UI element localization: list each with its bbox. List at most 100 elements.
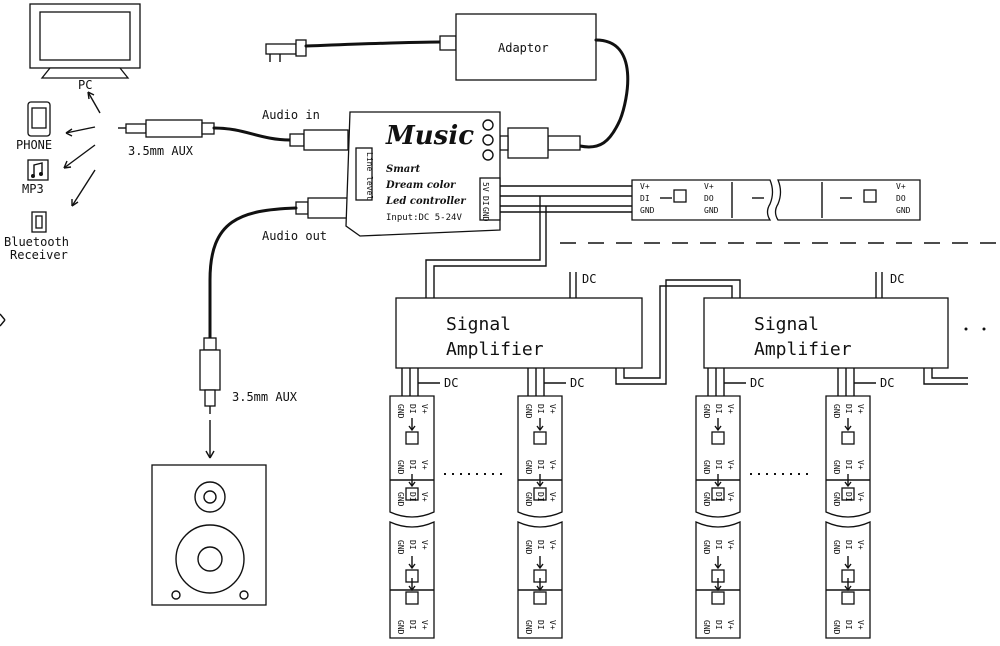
vertical-strip-pin-label: V+	[856, 540, 865, 550]
vertical-strip-pin-label: V+	[726, 404, 735, 414]
vertical-strip-pin-label: DI	[408, 492, 417, 502]
vertical-strip-pin-label: GND	[832, 404, 841, 419]
vertical-strip-pin-label: DI	[714, 540, 723, 550]
vertical-strip-pin-label: GND	[396, 404, 405, 419]
vertical-strip-pin-label: DI	[844, 620, 853, 630]
vertical-strip-pin-label: GND	[396, 620, 405, 635]
vertical-strip-pin-label: V+	[548, 492, 557, 502]
strip-pin-vplus-out: V+	[704, 182, 714, 191]
phone-label: PHONE	[16, 138, 52, 152]
vertical-strip-pin-label: DI	[536, 620, 545, 630]
vertical-strip-pin-label: GND	[524, 492, 533, 507]
vertical-strip-pin-label: DI	[844, 540, 853, 550]
bluetooth-label-1: Bluetooth	[4, 235, 69, 249]
branch-dc-2: DC	[570, 376, 584, 390]
vertical-strip-pin-label: DI	[714, 404, 723, 414]
dc-jack	[499, 127, 581, 159]
vertical-strip-pin-label: GND	[702, 460, 711, 475]
aux-out-label: 3.5mm AUX	[232, 390, 298, 404]
controller-pin-1: 5V	[481, 182, 490, 192]
vertical-strip-pin-label: V+	[548, 404, 557, 414]
edge-mark	[0, 313, 6, 327]
strip-pin-vplus-end: V+	[896, 182, 906, 191]
vertical-strip-pin-label: V+	[420, 404, 429, 414]
aux-out-plug-icon	[199, 337, 221, 414]
vertical-strip-pin-label: V+	[420, 620, 429, 630]
vertical-strip-pin-label: DI	[536, 460, 545, 470]
led-chip-icon	[841, 487, 855, 501]
branch-dc-3: DC	[750, 376, 764, 390]
vertical-strip-pin-label: V+	[856, 460, 865, 470]
vertical-strip-pin-label: DI	[536, 492, 545, 502]
vertical-strip-pin-label: GND	[524, 620, 533, 635]
controller-pin-3: GND	[481, 207, 490, 222]
vertical-strip-pin-label: GND	[832, 492, 841, 507]
controller-line-1: Smart	[386, 164, 421, 175]
adaptor-box	[455, 13, 597, 81]
strip-pin-gnd-out: GND	[704, 206, 719, 215]
vertical-strip-pin-label: V+	[420, 460, 429, 470]
led-chip-icon	[405, 487, 419, 501]
amp2-dc-label: DC	[890, 272, 904, 286]
controller-pin-2: DI	[481, 196, 490, 206]
vertical-strip-pin-label: V+	[726, 540, 735, 550]
aux-in-label: 3.5mm AUX	[128, 144, 194, 158]
controller-line-3: Led controller	[385, 196, 466, 207]
bluetooth-icon	[31, 211, 47, 233]
vertical-strip-pin-label: GND	[702, 540, 711, 555]
vertical-strip-pin-label: V+	[420, 492, 429, 502]
controller-line-2: Dream color	[385, 180, 456, 191]
controller-input: Input:DC 5-24V	[386, 213, 462, 223]
vertical-strip-pin-label: GND	[524, 460, 533, 475]
branch-dc-1: DC	[444, 376, 458, 390]
horizontal-led-strip	[631, 179, 921, 221]
vertical-strip-pin-label: V+	[856, 620, 865, 630]
audio-out-jack	[295, 197, 349, 219]
adaptor-output-cable	[578, 38, 630, 149]
branch-dc-4: DC	[880, 376, 894, 390]
controller-title: Music	[385, 121, 474, 151]
vertical-strip-pin-label: DI	[714, 620, 723, 630]
vertical-strip-pin-label: GND	[832, 540, 841, 555]
controller-output-wires	[425, 185, 632, 298]
vertical-strip-pin-label: GND	[396, 460, 405, 475]
pc-label: PC	[78, 78, 92, 92]
vertical-strip-pin-label: GND	[702, 492, 711, 507]
led-chip-icon	[405, 431, 419, 445]
vertical-strip-pin-label: DI	[408, 460, 417, 470]
audio-in-label: Audio in	[262, 108, 320, 122]
bluetooth-label-2: Receiver	[10, 248, 68, 262]
vertical-strip-pin-label: DI	[536, 404, 545, 414]
strip-pin-gnd-end: GND	[896, 206, 911, 215]
audio-in-jack	[289, 129, 349, 151]
vertical-strip-pin-label: V+	[548, 620, 557, 630]
adaptor-label: Adaptor	[498, 41, 549, 55]
vertical-strip-pin-label: DI	[844, 404, 853, 414]
vertical-strip-pin-label: GND	[396, 540, 405, 555]
strip-pin-vplus: V+	[640, 182, 650, 191]
branch-wires	[401, 368, 876, 396]
vertical-strip-pin-label: DI	[408, 540, 417, 550]
controller-side-label: Line level	[365, 152, 374, 200]
signal-amplifier-1	[395, 297, 643, 369]
led-chip-icon	[841, 591, 855, 605]
amp-link-wire-2	[623, 285, 733, 379]
vertical-strip-pin-label: GND	[524, 404, 533, 419]
vertical-strip-pin-label: V+	[420, 540, 429, 550]
led-chip-icon	[711, 431, 725, 445]
led-chip-icon	[533, 591, 547, 605]
vertical-strip-pin-label: GND	[702, 620, 711, 635]
source-arrows	[63, 91, 101, 207]
amp1-dc-label: DC	[582, 272, 596, 286]
aux-out-cable	[208, 206, 298, 342]
amp1-line1: Signal	[446, 314, 511, 335]
strip-pin-di: DI	[640, 194, 650, 203]
led-chip-icon	[711, 487, 725, 501]
vertical-strip-pin-label: DI	[408, 620, 417, 630]
vertical-strip-pin-label: GND	[396, 492, 405, 507]
led-chip-icon	[405, 591, 419, 605]
